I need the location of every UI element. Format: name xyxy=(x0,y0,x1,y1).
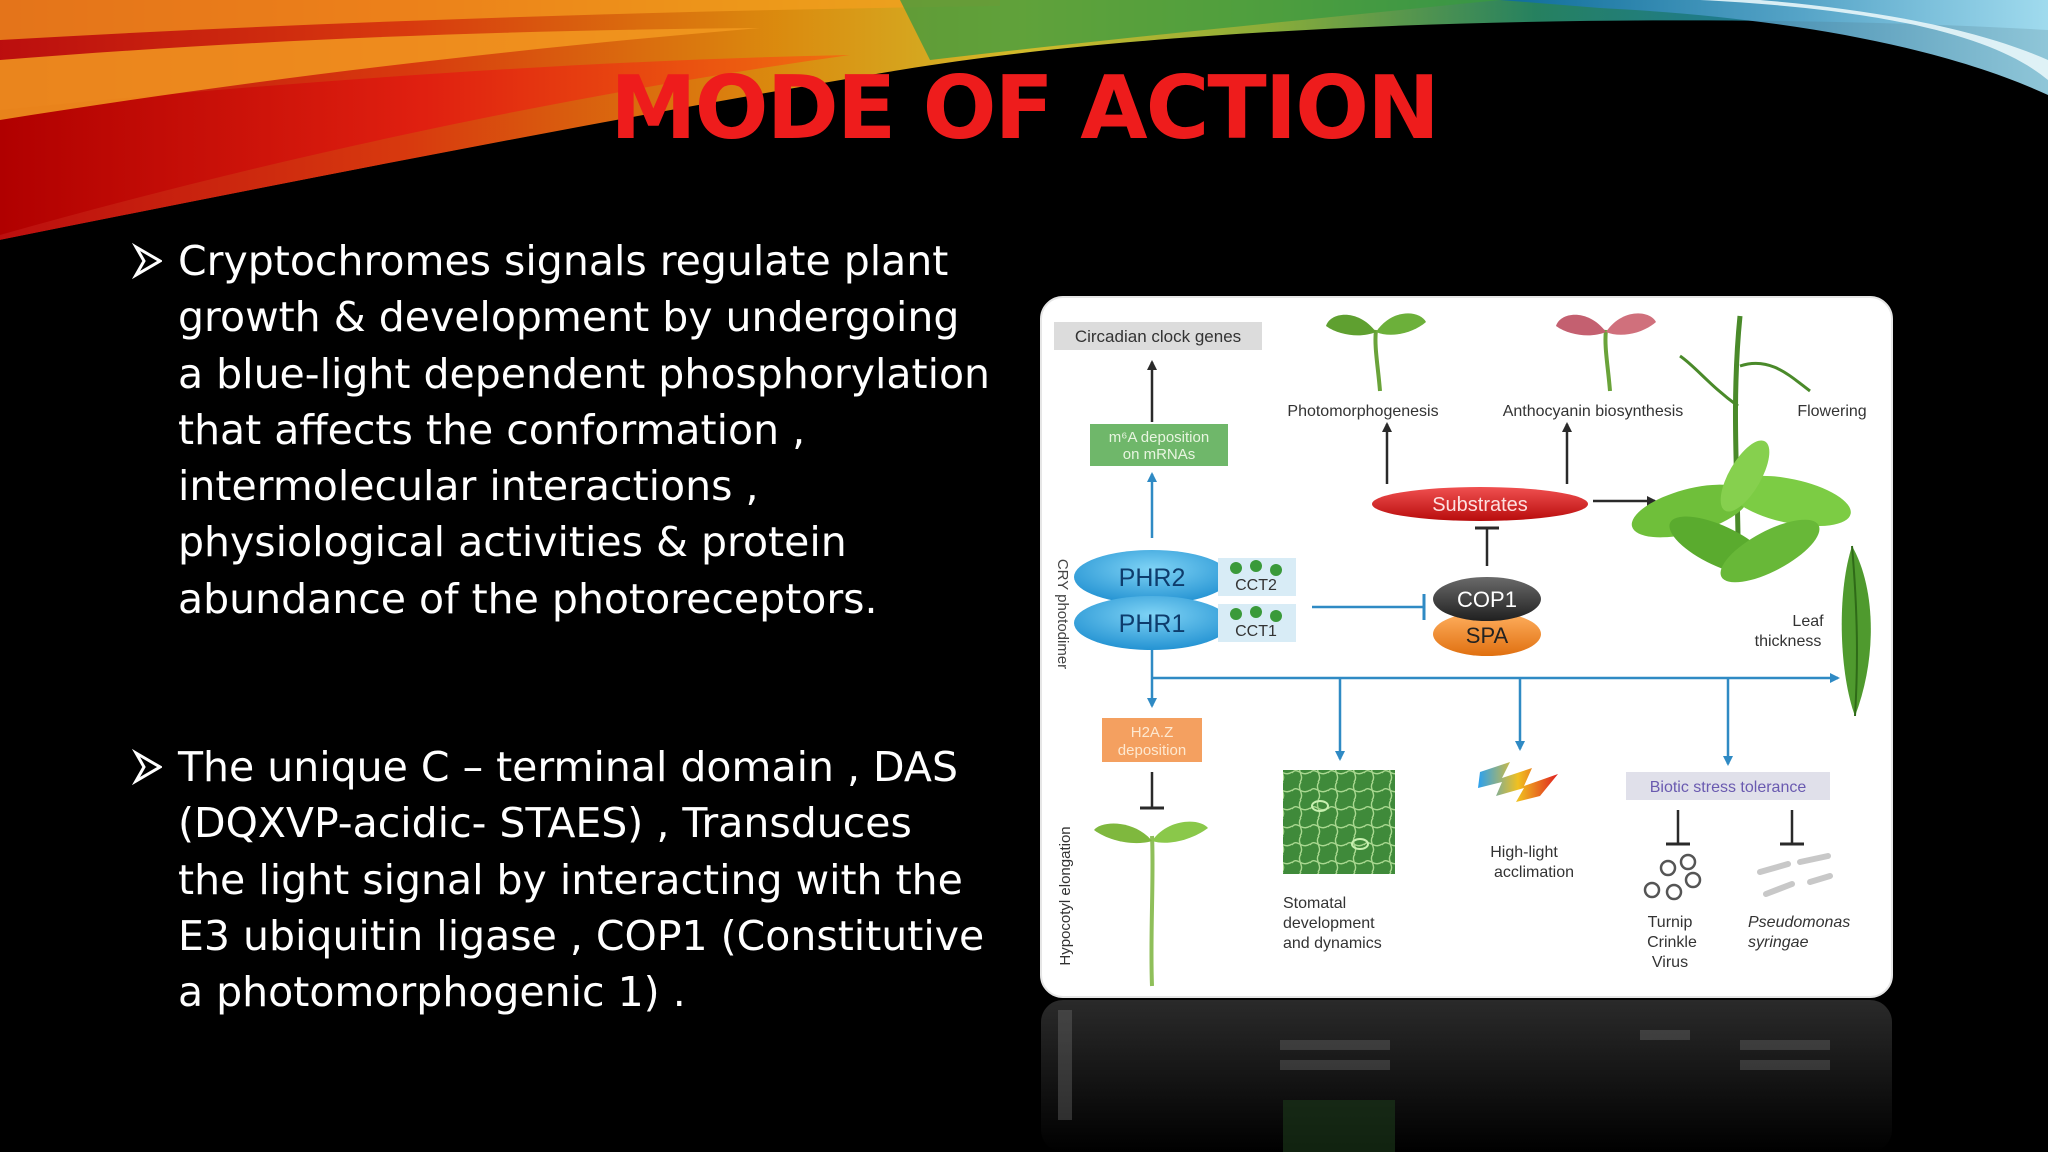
turnip-label-3: Virus xyxy=(1652,954,1688,971)
hypocotyl-label: Hypocotyl elongation xyxy=(1057,826,1074,965)
phr2-oval xyxy=(1074,550,1230,604)
substrates-label: Substrates xyxy=(1432,494,1528,516)
leaf-label-1: Leaf xyxy=(1792,613,1824,630)
m6a-label-1: m⁶A deposition xyxy=(1109,429,1209,446)
anthocyanin-label: Anthocyanin biosynthesis xyxy=(1503,403,1684,420)
biotic-stress-label: Biotic stress tolerance xyxy=(1650,779,1807,796)
bullet-point-2: The unique C – terminal domain , DAS (DQ… xyxy=(132,739,992,1020)
arrow-bullet-icon xyxy=(132,242,162,280)
phr1-label: PHR1 xyxy=(1119,610,1186,638)
cct2-label: CCT2 xyxy=(1235,577,1277,594)
substrates-oval xyxy=(1372,487,1588,521)
biotic-stress-box xyxy=(1626,772,1830,800)
photodimer-label: CRY photodimer xyxy=(1054,559,1071,669)
bacteria-icon xyxy=(1757,853,1833,897)
spa-label: SPA xyxy=(1466,623,1509,648)
arrow-bullet-icon xyxy=(132,748,162,786)
turnip-label-2: Crinkle xyxy=(1647,934,1697,951)
seedling-green-icon xyxy=(1326,313,1426,392)
bullet-point-1: Cryptochromes signals regulate plant gro… xyxy=(132,233,992,627)
m6a-box xyxy=(1090,424,1228,466)
phr2-label: PHR2 xyxy=(1119,564,1186,592)
spa-oval xyxy=(1433,612,1541,656)
decorative-swoosh xyxy=(0,0,2048,260)
circadian-label: Circadian clock genes xyxy=(1075,327,1241,346)
flowering-plant-icon xyxy=(1631,315,1851,583)
m6a-label-2: on mRNAs xyxy=(1123,446,1196,463)
high-light-label-1: High-light xyxy=(1490,844,1558,861)
cop1-label: COP1 xyxy=(1457,587,1517,612)
pseudomonas-label-2: syringae xyxy=(1748,934,1809,951)
stomatal-label-2: development xyxy=(1283,915,1375,932)
seedling-hypocotyl-icon xyxy=(1094,821,1208,987)
stomatal-label-3: and dynamics xyxy=(1283,935,1382,952)
phosphate-icon xyxy=(1230,560,1282,622)
circadian-box xyxy=(1054,322,1262,350)
stomatal-label-1: Stomatal xyxy=(1283,895,1346,912)
cct1-label: CCT1 xyxy=(1235,623,1277,640)
bullet-text-1: Cryptochromes signals regulate plant gro… xyxy=(178,237,991,623)
photomorphogenesis-label: Photomorphogenesis xyxy=(1287,403,1438,420)
pseudomonas-label-1: Pseudomonas xyxy=(1748,914,1850,931)
h2az-label-2: deposition xyxy=(1118,742,1186,759)
cop1-oval xyxy=(1433,577,1541,621)
flowering-label: Flowering xyxy=(1797,403,1866,420)
seedling-red-icon xyxy=(1556,313,1656,392)
leaf-icon xyxy=(1841,545,1871,717)
phr1-oval xyxy=(1074,596,1230,650)
virus-icon xyxy=(1643,853,1702,901)
h2az-label-1: H2A.Z xyxy=(1131,724,1174,741)
leaf-label-2: thickness xyxy=(1755,633,1822,650)
turnip-label-1: Turnip xyxy=(1648,914,1693,931)
figure-reflection xyxy=(1041,1000,1892,1152)
cryptochrome-mechanism-figure: Circadian clock genes m⁶A deposition on … xyxy=(1040,296,1893,998)
slide-title: MODE OF ACTION xyxy=(610,57,1440,159)
high-light-icon xyxy=(1478,762,1558,802)
bullet-text-2: The unique C – terminal domain , DAS (DQ… xyxy=(178,743,985,1017)
stomata-image-icon xyxy=(1283,770,1395,874)
h2az-box xyxy=(1102,718,1202,762)
high-light-label-2: acclimation xyxy=(1494,864,1574,881)
